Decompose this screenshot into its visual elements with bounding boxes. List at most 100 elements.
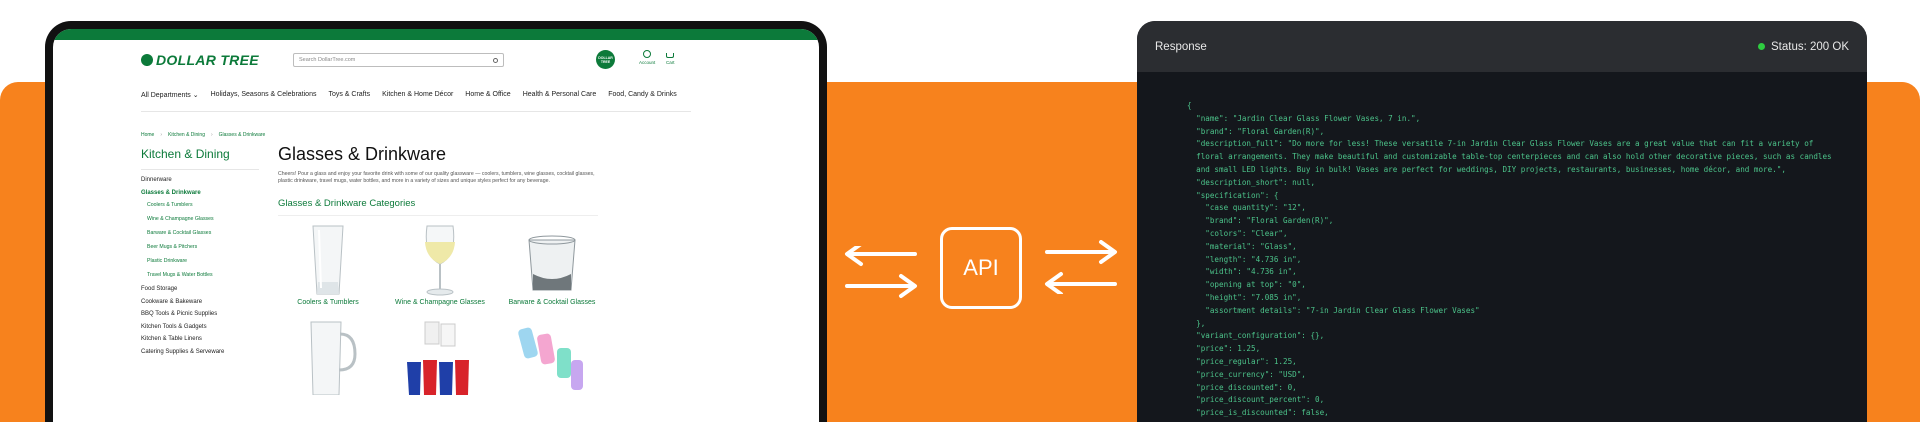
sidebar-title[interactable]: Kitchen & Dining	[141, 147, 230, 161]
json-line: "description_short": null,	[1187, 177, 1316, 187]
json-line: "variant_configuration": {},	[1187, 331, 1325, 341]
json-line: "price_regular": 1.25,	[1187, 356, 1297, 366]
sidebar-item[interactable]: Plastic Drinkware	[147, 258, 188, 264]
json-line: "price_discount_percent": 0,	[1187, 395, 1325, 405]
search-icon[interactable]	[493, 57, 498, 63]
json-line: "material": "Glass",	[1187, 241, 1297, 251]
response-title: Response	[1155, 40, 1207, 53]
nav-item[interactable]: Home & Office	[465, 91, 511, 98]
search-input[interactable]: Search DollarTree.com	[293, 53, 504, 67]
beer-mug-image	[310, 321, 357, 395]
json-line: "name": "Jardin Clear Glass Flower Vases…	[1187, 113, 1421, 123]
json-line: and small LED lights. Buy in bulk! Vases…	[1187, 164, 1786, 174]
breadcrumb-current: Glasses & Drinkware	[218, 132, 266, 138]
logo-text: DOLLAR TREE	[156, 52, 259, 68]
sidebar-item[interactable]: Beer Mugs & Pitchers	[147, 244, 198, 250]
cart-label: Cart	[666, 60, 675, 65]
search-placeholder: Search DollarTree.com	[299, 57, 356, 63]
nav-item[interactable]: Health & Personal Care	[522, 91, 597, 98]
wine-glass-image	[425, 225, 455, 296]
sidebar-item[interactable]: Barware & Cocktail Glasses	[147, 230, 212, 236]
category-card-travel[interactable]	[502, 320, 602, 397]
status-dot-icon	[1758, 43, 1765, 50]
nav-divider	[141, 111, 691, 112]
category-card-coolers[interactable]: Coolers & Tumblers	[278, 222, 378, 306]
nav-all-departments[interactable]: All Departments ⌄	[141, 92, 199, 99]
exchange-arrows-icon	[1045, 240, 1117, 294]
json-line: "description_full": "Do more for less! T…	[1187, 139, 1814, 149]
json-line: "assortment details": "7-in Jardin Clear…	[1187, 305, 1480, 315]
json-line: "brand": "Floral Garden(R)",	[1187, 216, 1334, 226]
cart-icon	[666, 53, 675, 58]
store-logo[interactable]: DOLLAR TREE	[141, 52, 259, 68]
top-green-bar	[53, 29, 819, 40]
breadcrumb: Home › Kitchen & Dining › Glasses & Drin…	[141, 132, 265, 138]
chevron-right-icon: ›	[160, 132, 163, 138]
breadcrumb-link[interactable]: Home	[141, 132, 155, 138]
cart-button[interactable]: Cart	[666, 50, 675, 65]
sidebar-item[interactable]: Glasses & Drinkware	[141, 189, 201, 196]
json-line: "case quantity": "12",	[1187, 203, 1306, 213]
sidebar-item[interactable]: Coolers & Tumblers	[147, 202, 193, 208]
chevron-right-icon: ›	[210, 132, 213, 138]
category-card-wine[interactable]: Wine & Champagne Glasses	[390, 222, 490, 306]
sidebar-item[interactable]: Dinnerware	[141, 177, 172, 183]
json-line: "length": "4.736 in",	[1187, 254, 1302, 264]
breadcrumb-link[interactable]: Kitchen & Dining	[168, 132, 205, 138]
json-line: {	[1187, 101, 1192, 110]
json-line: "colors": "Clear",	[1187, 228, 1288, 238]
category-label: Barware & Cocktail Glasses	[508, 299, 596, 306]
sidebar-item[interactable]: Food Storage	[141, 286, 178, 292]
category-card-beer-mugs[interactable]	[278, 320, 378, 397]
main-content: Glasses & Drinkware Cheers! Pour a glass…	[278, 144, 598, 397]
department-nav: All Departments ⌄ Holidays, Seasons & Ce…	[141, 91, 677, 99]
rocks-glass-image	[528, 235, 576, 291]
status-badge: Status: 200 OK	[1758, 41, 1849, 53]
sidebar-item[interactable]: Kitchen & Table Linens	[141, 336, 202, 342]
status-text: Status: 200 OK	[1771, 40, 1849, 53]
sidebar-item[interactable]: Travel Mugs & Water Bottles	[147, 272, 213, 278]
sidebar-item[interactable]: Kitchen Tools & Gadgets	[141, 323, 207, 330]
tumbler-glass-image	[312, 225, 344, 295]
nav-item[interactable]: Kitchen & Home Décor	[382, 91, 454, 98]
category-label: Wine & Champagne Glasses	[395, 299, 485, 306]
account-label: Account	[639, 60, 656, 65]
sidebar-item[interactable]: Wine & Champagne Glasses	[147, 216, 214, 222]
json-line: "price": 1.25,	[1187, 344, 1261, 354]
sidebar-divider	[141, 169, 259, 170]
water-bottles-image	[518, 327, 583, 390]
response-header: Response Status: 200 OK	[1137, 21, 1867, 72]
plastic-cups-image	[407, 321, 469, 395]
category-label: Coolers & Tumblers	[297, 299, 359, 306]
sidebar-item[interactable]: Cookware & Bakeware	[141, 298, 203, 305]
sidebar-item[interactable]: Catering Supplies & Serveware	[141, 348, 225, 355]
store-badge[interactable]: DOLLAR TREE	[596, 50, 615, 69]
page-title: Glasses & Drinkware	[278, 144, 447, 164]
page-description: Cheers! Pour a glass and enjoy your favo…	[278, 171, 595, 184]
account-button[interactable]: Account	[639, 50, 655, 65]
json-line: "price_is_discounted": false,	[1187, 408, 1329, 418]
json-line: "specification": {	[1187, 190, 1279, 200]
api-box: API	[940, 227, 1022, 309]
json-line: floral arrangements. They make beautiful…	[1187, 152, 1832, 162]
chevron-down-icon: ⌄	[192, 92, 199, 99]
nav-item[interactable]: Food, Candy & Drinks	[608, 91, 677, 98]
categories-heading: Glasses & Drinkware Categories	[278, 198, 416, 209]
json-response-body: { "name": "Jardin Clear Glass Flower Vas…	[1137, 72, 1867, 420]
category-card-barware[interactable]: Barware & Cocktail Glasses	[502, 222, 602, 306]
categories-divider	[278, 215, 598, 216]
site-header: DOLLAR TREE Search DollarTree.com DOLLAR…	[53, 40, 819, 80]
store-page: DOLLAR TREE Search DollarTree.com DOLLAR…	[53, 29, 819, 422]
json-line: "height": "7.085 in",	[1187, 292, 1302, 302]
tree-icon	[141, 54, 153, 66]
nav-item[interactable]: Toys & Crafts	[328, 91, 371, 98]
json-line: },	[1187, 318, 1206, 328]
category-card-plastic[interactable]	[390, 320, 490, 397]
category-grid: Coolers & Tumblers Wine & Champagne Glas…	[278, 222, 598, 397]
exchange-arrows-icon	[845, 246, 917, 298]
sidebar-item[interactable]: BBQ Tools & Picnic Supplies	[141, 311, 218, 317]
nav-item[interactable]: Holidays, Seasons & Celebrations	[210, 91, 317, 98]
